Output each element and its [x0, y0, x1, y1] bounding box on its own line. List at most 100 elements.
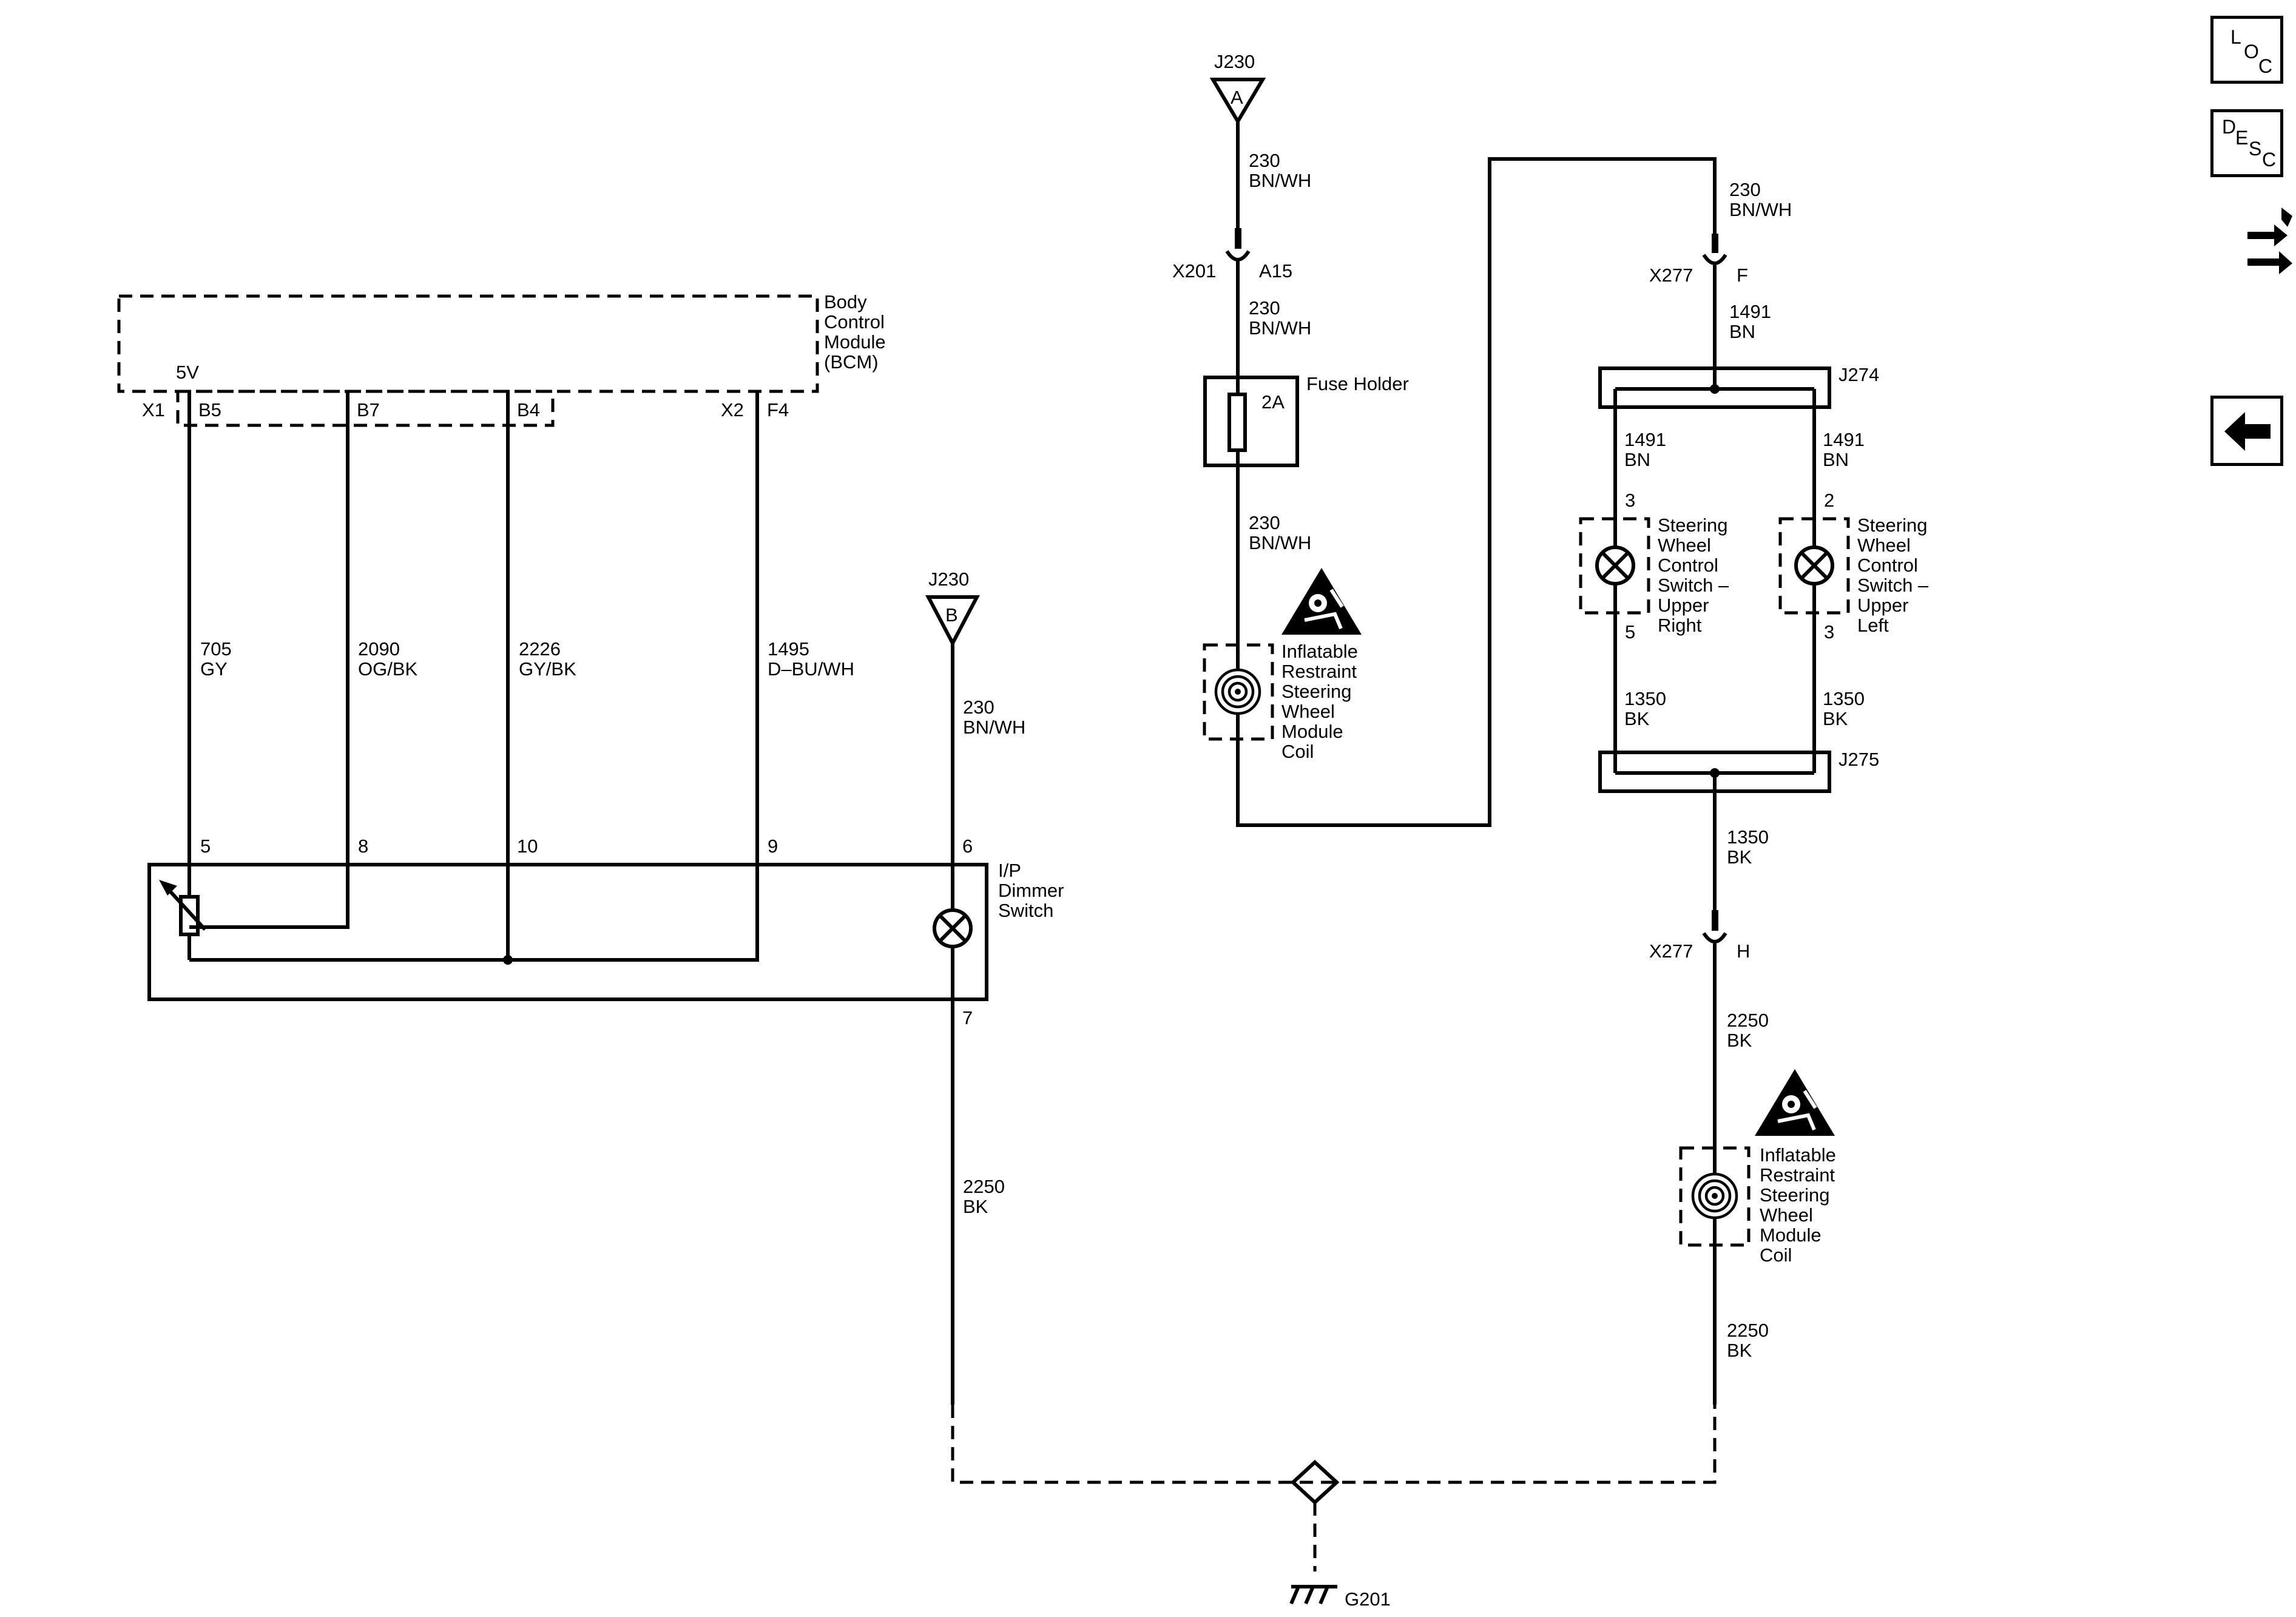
switch-ur-name-line-4: Switch – — [1658, 575, 1729, 596]
wire-1491-left-color: BN — [1624, 449, 1650, 470]
wire-230-right-color: BN/WH — [1729, 199, 1792, 220]
bcm-pin-b5: B5 — [198, 399, 221, 420]
j230-b-junction: J230 B 230 BN/WH 2250 BK — [925, 569, 1025, 1405]
j275-label: J275 — [1838, 749, 1879, 770]
fuse-rating: 2A — [1261, 391, 1285, 413]
dimmer-pin-8: 8 — [358, 836, 368, 857]
bcm-5v-label: 5V — [176, 362, 199, 383]
connector-tool-icon[interactable] — [2245, 195, 2294, 280]
switch-ur-pin-top: 3 — [1625, 490, 1635, 511]
wire-230-a-mid-circuit: 230 — [1249, 297, 1280, 319]
wire-1350-left-color: BK — [1624, 708, 1650, 729]
loc-letter-l: L — [2230, 26, 2241, 48]
wire-1491-top-color: BN — [1729, 321, 1755, 342]
bcm-name-line-4: (BCM) — [824, 351, 879, 373]
bcm-pin-b7: B7 — [357, 399, 380, 420]
coil-bottom-name-line-6: Coil — [1760, 1244, 1792, 1266]
x277-f-label: X277 — [1649, 265, 1693, 286]
coil-top-name-line-4: Wheel — [1281, 701, 1335, 722]
fuse-icon — [1227, 393, 1247, 452]
fuse-holder-label: Fuse Holder — [1306, 373, 1409, 394]
coil-bottom-name-line-2: Restraint — [1760, 1164, 1835, 1186]
switch-ur-name-line-1: Steering — [1658, 515, 1727, 536]
back-button[interactable] — [2210, 396, 2283, 466]
location-button[interactable]: L O C — [2210, 16, 2283, 84]
wire-2226-color: GY/BK — [519, 658, 576, 680]
dimmer-pin-5: 5 — [200, 836, 211, 857]
wire-1491-top-circuit: 1491 — [1729, 301, 1771, 322]
wire-1350-left-circuit: 1350 — [1624, 688, 1666, 709]
wire-230-a-top-color: BN/WH — [1249, 170, 1311, 191]
j275-splice: J275 1350 BK — [1598, 749, 1879, 928]
switch-ul-name-line-3: Control — [1857, 555, 1918, 576]
wire-2090-circuit: 2090 — [358, 638, 400, 660]
switch-ul-name-line-1: Steering — [1857, 515, 1927, 536]
dimmer-name-line-2: Dimmer — [998, 880, 1064, 901]
description-button[interactable]: D E S C — [2210, 109, 2283, 177]
wire-230-right-circuit: 230 — [1729, 179, 1761, 200]
dimmer-pin-7: 7 — [962, 1007, 973, 1028]
desc-letter-c: C — [2262, 149, 2277, 170]
wire-1350-low-color: BK — [1727, 846, 1752, 868]
switch-ul-name-line-6: Left — [1857, 615, 1889, 636]
j230-a-letter: A — [1231, 87, 1243, 108]
desc-letter-d: D — [2222, 116, 2237, 138]
x277-pin-f: F — [1737, 265, 1748, 286]
wire-1350-right-color: BK — [1823, 708, 1848, 729]
coil-top-name-line-5: Module — [1281, 721, 1343, 742]
bcm-dimmer-wires: 705 GY 2090 OG/BK 2226 GY/BK 1495 D–BU/W… — [187, 391, 854, 865]
j230-a-label: J230 — [1214, 51, 1255, 72]
wire-1491-right-circuit: 1491 — [1823, 429, 1865, 450]
j230-b-label: J230 — [928, 569, 969, 590]
switch-ur-name-line-6: Right — [1658, 615, 1702, 636]
coil-top-name-line-3: Steering — [1281, 681, 1351, 702]
wire-1491-right-color: BN — [1823, 449, 1849, 470]
bcm-name-line-3: Module — [824, 331, 886, 353]
dimmer-pin-6: 6 — [962, 836, 973, 857]
switch-ul-pin-bottom: 3 — [1824, 621, 1834, 643]
switch-ur-pin-bottom: 5 — [1625, 621, 1635, 643]
wire-230-a-top-circuit: 230 — [1249, 150, 1280, 171]
wire-705-circuit: 705 — [200, 638, 232, 660]
switch-ur-name-line-3: Control — [1658, 555, 1718, 576]
bcm-module: Body Control Module (BCM) 5V X1 B5 B7 B4… — [117, 291, 886, 427]
switch-ul-name-line-5: Upper — [1857, 595, 1908, 616]
wire-2250-coil-circuit: 2250 — [1727, 1320, 1769, 1341]
bcm-pin-f4: F4 — [767, 399, 789, 420]
switch-ur-name-line-5: Upper — [1658, 595, 1709, 616]
wire-1495-circuit: 1495 — [768, 638, 809, 660]
j230-a-junction: J230 A 230 BN/WH — [1209, 51, 1311, 249]
wire-230-b-color: BN/WH — [963, 717, 1025, 738]
wire-1350-low-circuit: 1350 — [1727, 826, 1769, 848]
potentiometer-icon — [179, 895, 200, 936]
bcm-pin-b4: B4 — [517, 399, 540, 420]
coil-bottom-name-line-1: Inflatable — [1760, 1144, 1836, 1166]
dimmer-pin-10: 10 — [517, 836, 538, 857]
ground-icon — [1289, 1585, 1337, 1605]
wire-2250-x277-circuit: 2250 — [1727, 1010, 1769, 1031]
j274-label: J274 — [1838, 364, 1879, 385]
loc-letter-c: C — [2258, 55, 2273, 77]
wire-2250-x277-color: BK — [1727, 1030, 1752, 1051]
clockspring-coil-icon — [1691, 1172, 1738, 1220]
wire-230-a-mid-color: BN/WH — [1249, 317, 1311, 339]
steering-switch-upper-right: 1491 BN 3 5 Steering Wheel Control Switc… — [1579, 389, 1729, 763]
wire-230-a-low-circuit: 230 — [1249, 512, 1280, 533]
wire-2090-color: OG/BK — [358, 658, 418, 680]
bcm-connector-x1: X1 — [142, 399, 165, 420]
wire-230-a-low-color: BN/WH — [1249, 532, 1311, 553]
switch-ul-name-line-2: Wheel — [1857, 535, 1911, 556]
bcm-name-line-2: Control — [824, 311, 885, 333]
desc-letter-s: S — [2249, 138, 2262, 160]
x201-connector: X201 A15 230 BN/WH — [1172, 228, 1311, 377]
wire-1491-left-circuit: 1491 — [1624, 429, 1666, 450]
coil-bottom-name-line-5: Module — [1760, 1224, 1822, 1246]
ground-g201: G201 — [951, 1405, 1717, 1610]
coil-top-name-line-1: Inflatable — [1281, 641, 1358, 662]
fuse-holder: 2A Fuse Holder 230 BN/WH — [1203, 373, 1409, 645]
loc-letter-o: O — [2244, 41, 2259, 62]
wire-2250-coil-color: BK — [1727, 1340, 1752, 1361]
switch-ur-name-line-2: Wheel — [1658, 535, 1711, 556]
inflatable-restraint-coil-bottom: Inflatable Restraint Steering Wheel Modu… — [1679, 1069, 1836, 1405]
